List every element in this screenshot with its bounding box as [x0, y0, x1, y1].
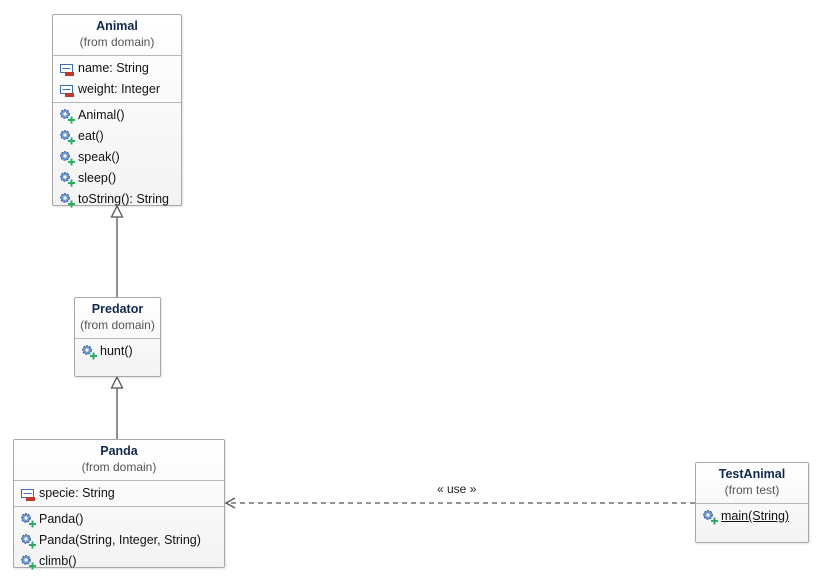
- class-name: Panda: [100, 444, 138, 458]
- operations-compartment: Panda() Panda(String, Integer, String) c…: [14, 506, 224, 574]
- dependency-testanimal-panda-arrowhead: [224, 497, 236, 509]
- generalization-panda-predator-arrowhead: [110, 375, 124, 389]
- class-predator-header: Predator (from domain): [75, 298, 160, 338]
- private-field-icon: [60, 84, 74, 97]
- operation-row[interactable]: Animal(): [53, 105, 181, 126]
- operation-row[interactable]: Panda(): [14, 509, 224, 530]
- public-method-icon: [21, 533, 36, 548]
- public-method-icon: [60, 129, 75, 144]
- operation-label: climb(): [39, 554, 77, 568]
- operation-label: Panda(): [39, 512, 84, 526]
- private-field-icon: [60, 63, 74, 76]
- operation-label: Panda(String, Integer, String): [39, 533, 201, 547]
- attribute-label: weight: Integer: [78, 82, 160, 96]
- operation-label: sleep(): [78, 171, 117, 185]
- class-origin: (from domain): [79, 35, 155, 49]
- class-panda[interactable]: Panda (from domain) specie: String Panda…: [13, 439, 225, 569]
- public-method-icon: [82, 344, 97, 359]
- operation-row[interactable]: toString(): String: [53, 189, 181, 210]
- operation-row[interactable]: eat(): [53, 126, 181, 147]
- attributes-compartment: specie: String: [14, 480, 224, 506]
- class-testanimal-header: TestAnimal (from test): [696, 463, 808, 503]
- class-testanimal[interactable]: TestAnimal (from test) main(String): [695, 462, 809, 543]
- class-animal-header: Animal (from domain): [53, 15, 181, 55]
- class-name: Animal: [96, 19, 138, 33]
- attribute-label: name: String: [78, 61, 149, 75]
- class-name: TestAnimal: [718, 467, 786, 481]
- operation-label: eat(): [78, 129, 104, 143]
- public-method-icon: [60, 171, 75, 186]
- class-animal[interactable]: Animal (from domain) name: String weight…: [52, 14, 182, 207]
- class-panda-header: Panda (from domain): [14, 440, 224, 480]
- use-dependency-label: « use »: [437, 482, 477, 496]
- operation-row[interactable]: climb(): [14, 551, 224, 572]
- public-method-icon: [60, 150, 75, 165]
- public-method-icon: [60, 108, 75, 123]
- public-method-icon: [21, 554, 36, 569]
- class-origin: (from domain): [81, 460, 157, 474]
- generalization-predator-animal-arrowhead: [110, 204, 124, 218]
- operation-row[interactable]: main(String): [696, 506, 808, 527]
- class-name: Predator: [91, 302, 144, 316]
- class-origin: (from test): [724, 483, 780, 497]
- operation-label: main(String): [721, 509, 790, 523]
- operation-row[interactable]: Panda(String, Integer, String): [14, 530, 224, 551]
- operations-compartment: main(String): [696, 503, 808, 529]
- operation-row[interactable]: sleep(): [53, 168, 181, 189]
- attribute-row[interactable]: name: String: [53, 58, 181, 79]
- operation-row[interactable]: hunt(): [75, 341, 160, 362]
- operations-compartment: Animal() eat() speak() sleep(: [53, 102, 181, 212]
- operation-label: Animal(): [78, 108, 125, 122]
- class-predator[interactable]: Predator (from domain) hunt(): [74, 297, 161, 377]
- class-origin: (from domain): [80, 318, 155, 332]
- operation-row[interactable]: speak(): [53, 147, 181, 168]
- attribute-row[interactable]: weight: Integer: [53, 79, 181, 100]
- operations-compartment: hunt(): [75, 338, 160, 364]
- attributes-compartment: name: String weight: Integer: [53, 55, 181, 102]
- operation-label: speak(): [78, 150, 120, 164]
- operation-label: hunt(): [100, 344, 133, 358]
- public-method-icon: [21, 512, 36, 527]
- attribute-row[interactable]: specie: String: [14, 483, 224, 504]
- public-method-icon: [60, 192, 75, 207]
- attribute-label: specie: String: [39, 486, 115, 500]
- operation-label: toString(): String: [78, 192, 170, 206]
- public-method-icon: [703, 509, 718, 524]
- private-field-icon: [21, 488, 35, 501]
